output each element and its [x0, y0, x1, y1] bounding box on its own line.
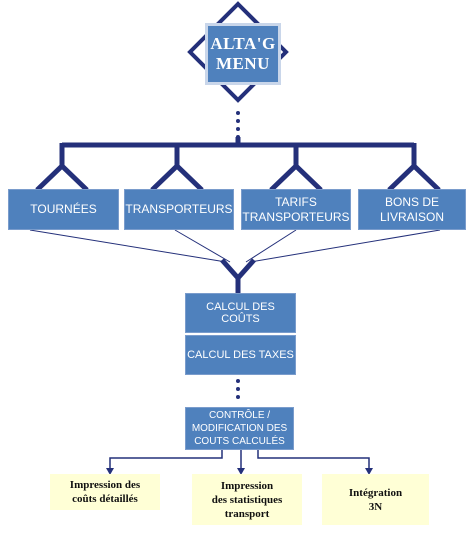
- source-tournees: TOURNÉES: [8, 189, 119, 230]
- calcul-des-couts-box: CALCUL DES COÛTS: [185, 293, 296, 333]
- menu-title: ALTA'G MENU: [205, 23, 281, 85]
- output-impression-statistiques: Impression des statistiques transport: [192, 474, 302, 525]
- calcul-des-taxes-box: CALCUL DES TAXES: [185, 335, 296, 375]
- tree-connector: [35, 137, 441, 192]
- controle-modification-box: CONTRÔLE / MODIFICATION DES COUTS CALCUL…: [185, 407, 294, 450]
- dotted-connector-top: [236, 111, 240, 139]
- source-transporteurs: TRANSPORTEURS: [124, 189, 234, 230]
- converging-lines: [29, 229, 441, 263]
- output-integration-3n: Intégration 3N: [322, 474, 429, 525]
- source-tarifs-transporteurs: TARIFS TRANSPORTEURS: [241, 189, 351, 230]
- dotted-connector-bottom: [236, 379, 240, 399]
- y-connector: [220, 258, 256, 294]
- source-bons-de-livraison: BONS DE LIVRAISON: [358, 189, 466, 230]
- output-arrows: [109, 450, 370, 470]
- output-impression-couts: Impression des coûts détaillés: [50, 474, 160, 510]
- arrowheads: [106, 468, 373, 475]
